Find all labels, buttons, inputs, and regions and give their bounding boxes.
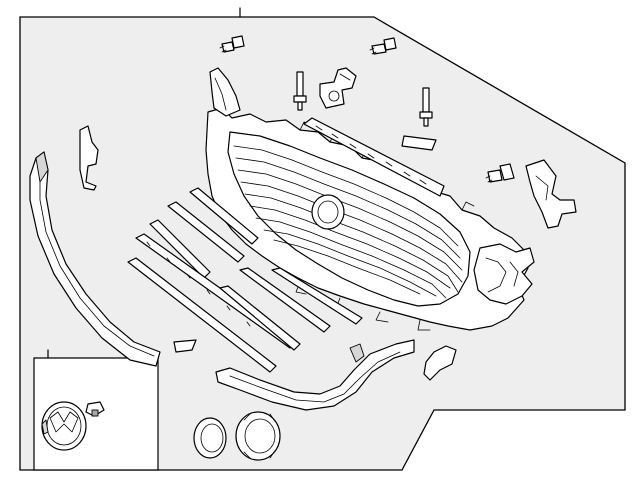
right-lower-bracket (423, 345, 457, 381)
gasket-pad (401, 135, 437, 151)
upper-bracket-strip (303, 117, 445, 197)
bolt-top-center (369, 37, 397, 55)
left-mounting-bracket (79, 125, 99, 191)
left-side-molding (29, 151, 161, 367)
center-upper-bracket (319, 67, 357, 109)
cover-cap (193, 417, 227, 459)
right-side-bracket (525, 159, 577, 229)
push-pin-left (293, 71, 307, 111)
emblem (41, 401, 87, 451)
push-pin-right (419, 87, 433, 127)
small-clip (173, 339, 197, 353)
bolt-top-left (219, 35, 245, 53)
grille-slat-inserts (127, 187, 363, 373)
bolt-right (485, 163, 515, 183)
grille-frame (205, 67, 535, 331)
emblem-mount-ring (311, 194, 345, 230)
sensor-bracket-ring (235, 411, 281, 461)
lower-front-molding (215, 339, 415, 411)
emblem-clip (85, 401, 105, 417)
